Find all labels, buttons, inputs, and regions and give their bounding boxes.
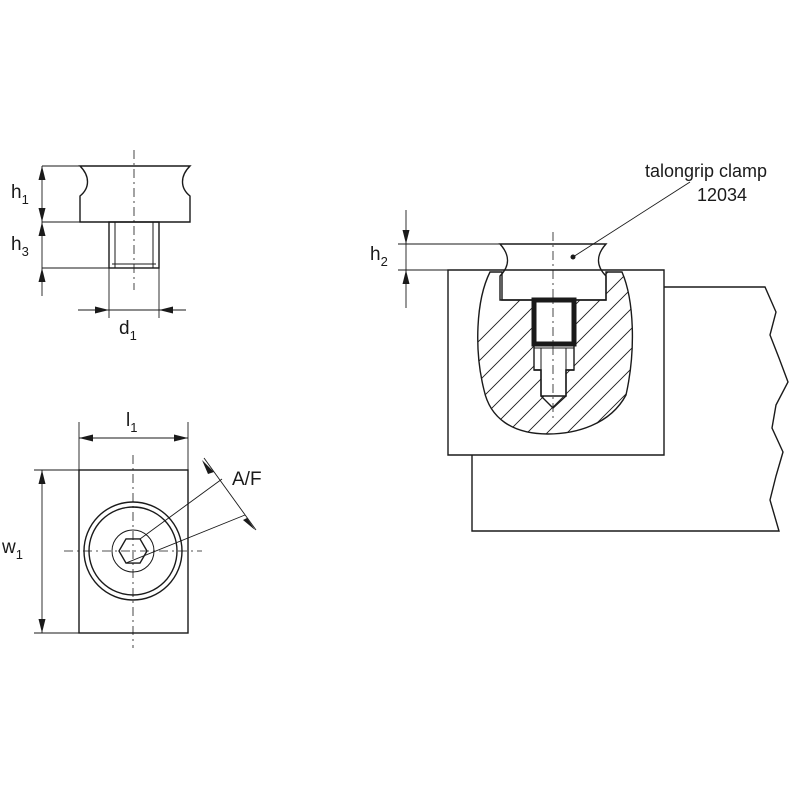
h1-label: h1	[11, 182, 29, 207]
w1-label: w1	[1, 537, 23, 562]
af-label: A/F	[232, 469, 262, 490]
h2-label: h2	[370, 244, 388, 269]
d1-label: d1	[119, 318, 137, 343]
fixture-plate-outline	[447, 269, 665, 456]
l1-label: l1	[126, 410, 137, 435]
callout-part-number: 12034	[697, 185, 747, 205]
side-view: h1 h3 d1	[11, 150, 192, 343]
installation-section: h2 talongrip clamp 12034	[370, 161, 789, 532]
top-view-outline	[78, 469, 189, 634]
top-view: l1 w1 A/F	[1, 410, 262, 648]
callout-leader	[572, 181, 691, 258]
callout-title: talongrip clamp	[645, 161, 767, 181]
clamp-head-outline	[78, 165, 192, 223]
workpiece-outline	[471, 286, 789, 532]
installed-clamp-head	[498, 243, 608, 301]
installed-screw	[531, 297, 577, 347]
h3-label: h3	[11, 234, 29, 259]
